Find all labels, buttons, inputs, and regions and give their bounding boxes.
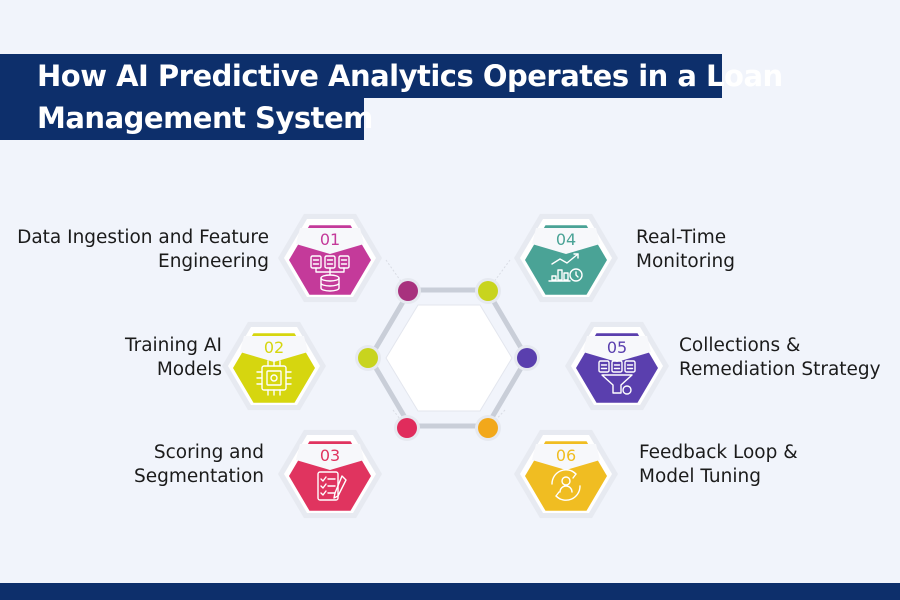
step-number: 01	[320, 230, 340, 249]
step-node-01	[395, 278, 421, 304]
funnel-icon	[598, 360, 636, 395]
step-number: 02	[264, 338, 284, 357]
feedback-cycle-icon	[551, 469, 581, 501]
step-number: 03	[320, 446, 340, 465]
ai-chip-icon	[256, 360, 292, 396]
step-number: 05	[607, 338, 627, 357]
page-title-line-2: Management System	[0, 96, 373, 140]
step-number-banner	[532, 228, 600, 254]
step-number: 04	[556, 230, 576, 249]
step-card-04: 04	[514, 213, 618, 303]
step-number-banner	[240, 336, 308, 362]
step-number-banner	[583, 336, 651, 362]
step-card-01: 01	[278, 213, 382, 303]
step-card-02: 02	[222, 321, 326, 411]
step-node-04	[475, 278, 501, 304]
center-hexagon	[385, 304, 513, 412]
database-icon	[310, 255, 350, 292]
step-number-banner	[296, 444, 364, 470]
step-node-06	[475, 415, 501, 441]
step-label-05: Collections &Remediation Strategy	[679, 335, 881, 380]
step-node-05	[514, 345, 540, 371]
step-card-03: 03	[278, 429, 382, 519]
step-number-banner	[296, 228, 364, 254]
step-node-02	[355, 345, 381, 371]
step-node-03	[394, 415, 420, 441]
page-title-line-1: How AI Predictive Analytics Operates in …	[0, 54, 783, 98]
chart-monitoring-icon	[548, 253, 583, 282]
bottom-bar	[0, 583, 900, 600]
step-number-banner	[532, 444, 600, 470]
step-card-05: 05	[565, 321, 669, 411]
step-card-06: 06	[514, 429, 618, 519]
step-number: 06	[556, 446, 576, 465]
step-label-06: Feedback Loop &Model Tuning	[639, 442, 798, 487]
scorecard-icon	[317, 471, 347, 501]
